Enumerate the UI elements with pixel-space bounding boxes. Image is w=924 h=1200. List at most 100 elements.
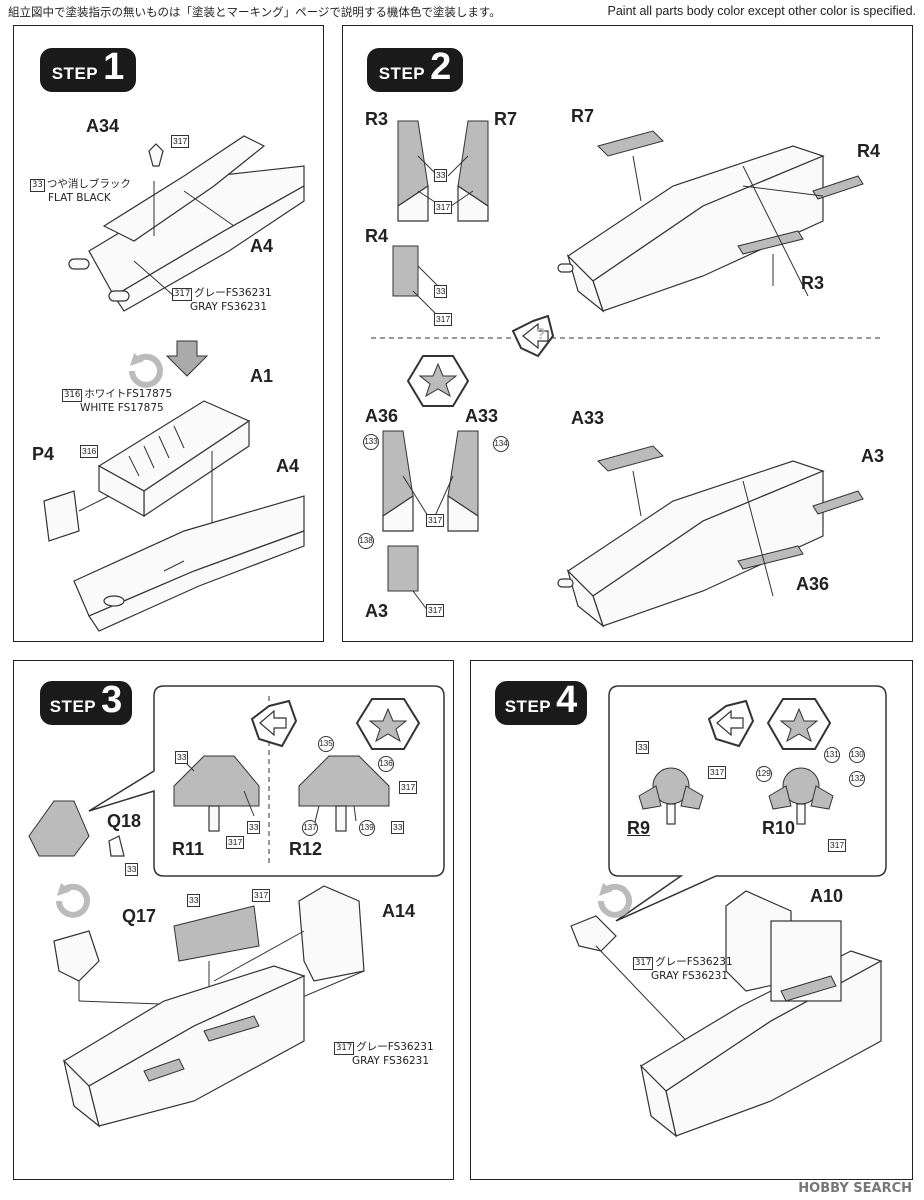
step-1-drawing: [43, 135, 305, 632]
label-r10: R10: [762, 818, 796, 838]
header-jp-note: 組立図中で塗装指示の無いものは「塗装とマーキング」ページで説明する機体色で塗装し…: [8, 5, 501, 19]
code-317: 317: [226, 836, 245, 849]
label-r4: R4: [365, 226, 389, 246]
label-a36: A36: [365, 406, 399, 426]
r9-panel: [638, 767, 704, 825]
step1-a4-part: [68, 135, 305, 312]
code-317: 317: [426, 514, 445, 527]
code-33: 33: [434, 285, 448, 298]
label-r9: R9: [627, 818, 651, 838]
rotate-icon: [129, 353, 163, 388]
label-a4-bottom: A4: [276, 456, 300, 476]
label-p4: P4: [32, 444, 55, 464]
rotate-icon: [598, 883, 632, 918]
step-2-drawing: ?: [371, 120, 883, 628]
label-a34: A34: [86, 116, 120, 136]
r4-panel: [392, 245, 419, 297]
star-icon: [766, 698, 832, 750]
label-r4b: R4: [857, 141, 881, 161]
r10-panel: [768, 767, 834, 825]
code-137: 137: [302, 820, 318, 836]
label-a4: A4: [250, 236, 274, 256]
header-en-note: Paint all parts body color except other …: [607, 4, 917, 18]
code-135: 135: [318, 736, 334, 752]
label-a33b: A33: [571, 408, 605, 428]
label-r7: R7: [494, 109, 518, 129]
star-icon: [355, 698, 421, 750]
code-33: 33: [175, 751, 189, 764]
code-134: 134: [493, 436, 509, 452]
q17-panel: [173, 905, 260, 962]
a3-panel: [387, 545, 419, 592]
code-138: 138: [358, 533, 374, 549]
code-317: 317: [434, 201, 453, 214]
step1-a1-part: [97, 400, 251, 518]
code-132: 132: [849, 771, 865, 787]
code-130: 130: [849, 747, 865, 763]
label-r7b: R7: [571, 106, 595, 126]
code-317: 317: [708, 766, 727, 779]
down-arrow-icon: [165, 340, 209, 377]
label-a14: A14: [382, 901, 416, 921]
choice-icon: [250, 699, 298, 748]
code-33: 33: [125, 863, 139, 876]
code-136: 136: [378, 756, 394, 772]
choice-icon: [707, 699, 755, 748]
code-33: 33: [391, 821, 405, 834]
code-317: 317: [171, 135, 190, 148]
code-139: 139: [359, 820, 375, 836]
step-3-drawing: [28, 685, 445, 1128]
code-33: 33: [636, 741, 650, 754]
step2-fuselage-bottom: [557, 460, 825, 628]
a14-part: [298, 885, 365, 982]
label-a10: A10: [810, 886, 844, 906]
label-a36b: A36: [796, 574, 830, 594]
r12-panel: [298, 755, 390, 807]
q18-panel: [28, 800, 90, 857]
code-317: 317: [252, 889, 271, 902]
step1-p4-part: [43, 490, 80, 542]
label-q18: Q18: [107, 811, 142, 831]
step-4-drawing: [570, 685, 887, 1138]
step1-a4-bottom-part: [73, 495, 305, 632]
code-316: 316: [80, 445, 99, 458]
code-33: 33: [247, 821, 261, 834]
label-a3b: A3: [861, 446, 885, 466]
code-317: 317: [426, 604, 445, 617]
code-317: 317: [399, 781, 418, 794]
step3-fuselage: [62, 965, 306, 1128]
code-317: 317: [828, 839, 847, 852]
label-a33: A33: [465, 406, 499, 426]
code-317: 317: [434, 313, 453, 326]
code-129: 129: [756, 766, 772, 782]
label-r11: R11: [172, 839, 205, 859]
r11-panel: [173, 755, 260, 807]
label-r12: R12: [289, 839, 323, 859]
star-icon: [406, 355, 470, 407]
step2-fuselage-top: [557, 145, 825, 313]
code-33: 33: [187, 894, 201, 907]
label-a3: A3: [365, 601, 389, 621]
choice-icon: ?: [511, 314, 555, 358]
footer-watermark: HOBBY SEARCH: [798, 1181, 912, 1196]
code-133: 133: [363, 434, 379, 450]
label-a1: A1: [250, 366, 274, 386]
code-131: 131: [824, 747, 840, 763]
label-r3b: R3: [801, 273, 825, 293]
label-q17: Q17: [122, 906, 157, 926]
rotate-icon: [56, 883, 90, 918]
svg-text:?: ?: [536, 326, 546, 343]
